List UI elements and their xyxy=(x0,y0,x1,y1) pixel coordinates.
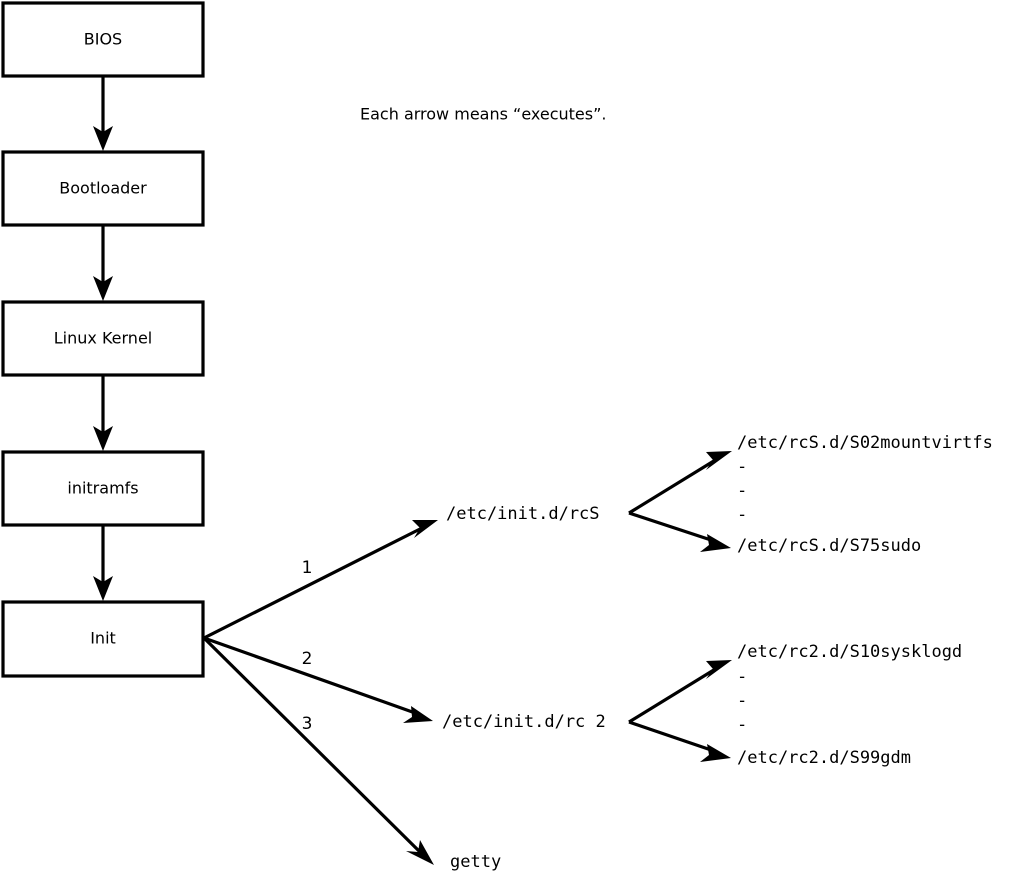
arrow-init-branch-1 xyxy=(203,520,438,640)
diagram-caption: Each arrow means “executes”. xyxy=(360,105,606,124)
rcs-child-first: /etc/rcS.d/S02mountvirtfs xyxy=(737,433,993,453)
initramfs-box xyxy=(1,450,205,527)
branch-label-rc2: /etc/init.d/rc 2 xyxy=(442,712,606,732)
arrow-bootloader-to-kernel xyxy=(93,225,113,301)
rcs-ellipsis-dash-3: - xyxy=(737,505,747,525)
initramfs-label: initramfs xyxy=(67,479,138,498)
branch-label-getty: getty xyxy=(450,852,501,872)
node-bios: BIOS xyxy=(1,1,205,78)
node-linux-kernel: Linux Kernel xyxy=(1,300,205,377)
rc2-ellipsis-dash-2: - xyxy=(737,691,747,711)
rc2-ellipsis-dash-1: - xyxy=(737,667,747,687)
bios-label: BIOS xyxy=(84,30,122,49)
branch-label-rcs: /etc/init.d/rcS xyxy=(446,504,600,524)
arrow-bios-to-bootloader xyxy=(93,76,113,151)
node-bootloader: Bootloader xyxy=(1,150,205,227)
branch-number-2: 2 xyxy=(302,649,313,669)
arrow-initramfs-to-init xyxy=(93,525,113,601)
bootloader-box xyxy=(1,150,205,227)
arrow-init-branch-2 xyxy=(203,636,433,723)
bootloader-label: Bootloader xyxy=(59,179,147,198)
arrow-rc2-to-first-child xyxy=(628,660,732,724)
rcs-ellipsis-dash-2: - xyxy=(737,481,747,501)
rc2-ellipsis-dash-3: - xyxy=(737,715,747,735)
arrow-kernel-to-initramfs xyxy=(93,375,113,451)
init-box xyxy=(1,600,205,678)
init-label: Init xyxy=(90,629,116,648)
linux-kernel-label: Linux Kernel xyxy=(54,329,152,348)
bios-box xyxy=(1,1,205,78)
branch-number-3: 3 xyxy=(302,714,313,734)
node-init: Init xyxy=(1,600,205,678)
arrow-rc2-to-last-child xyxy=(628,720,731,762)
arrow-rcs-to-first-child xyxy=(628,451,732,515)
arrow-rcs-to-last-child xyxy=(628,511,731,552)
arrow-init-branch-3 xyxy=(202,636,434,865)
rc2-child-last: /etc/rc2.d/S99gdm xyxy=(737,748,911,768)
rcs-ellipsis-dash-1: - xyxy=(737,457,747,477)
rcs-child-last: /etc/rcS.d/S75sudo xyxy=(737,536,921,556)
rc2-child-first: /etc/rc2.d/S10sysklogd xyxy=(737,642,962,662)
branch-number-1: 1 xyxy=(302,558,313,578)
node-initramfs: initramfs xyxy=(1,450,205,527)
